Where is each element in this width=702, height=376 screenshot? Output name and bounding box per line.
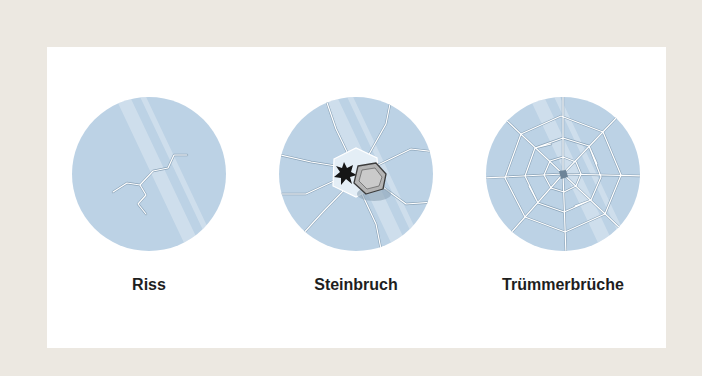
damage-label: Trümmerbrüche (459, 275, 667, 295)
crack-web (483, 94, 643, 254)
impact-point (559, 170, 568, 179)
stone-chip-glass (276, 84, 436, 264)
glass-streaks (109, 84, 225, 264)
crack-lines (113, 155, 187, 214)
shattered-glass (483, 84, 643, 264)
impact-point (334, 162, 357, 185)
crack-glass (72, 84, 226, 264)
damage-label: Riss (45, 275, 253, 295)
stone-facet (359, 168, 382, 189)
crack-lines (276, 94, 436, 254)
stone (354, 163, 386, 194)
damage-label: Steinbruch (252, 275, 460, 295)
